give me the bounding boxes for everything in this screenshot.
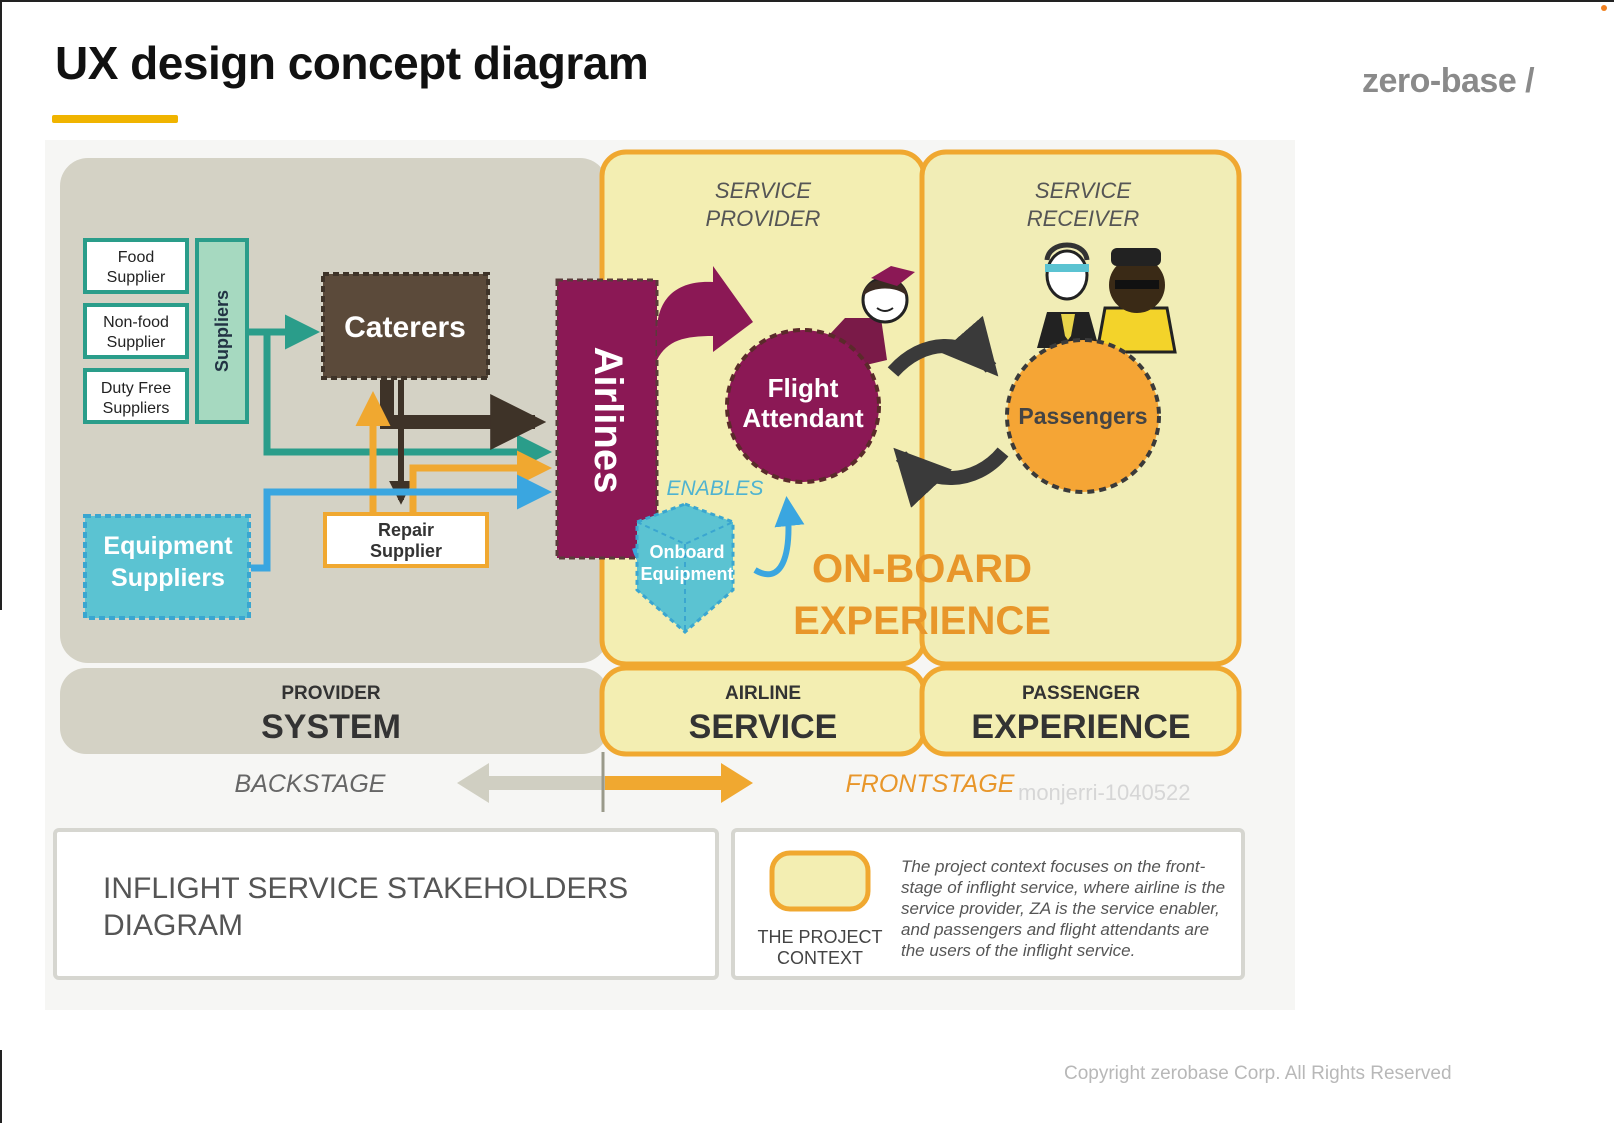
legend-title-line-1: INFLIGHT SERVICE STAKEHOLDERS (103, 872, 628, 905)
passenger-footer (919, 665, 1242, 757)
provider-footer-large: SYSTEM (261, 708, 401, 746)
backstage-arrow (457, 763, 605, 803)
equipment-to-airlines-arrow (251, 474, 552, 572)
provider-footer-small: PROVIDER (281, 683, 381, 704)
service-receiver-heading-2: RECEIVER (1027, 206, 1140, 231)
frame-top-edge (0, 0, 1614, 2)
suppliers-group-box (195, 238, 249, 424)
project-context-desc-4: and passengers and flight attendants are (901, 920, 1209, 939)
slide-title: UX design concept diagram (55, 37, 649, 89)
nonfood-supplier-label-1: Non-food (103, 314, 169, 331)
airline-footer-large: SERVICE (689, 708, 838, 746)
equipment-suppliers-label-1: Equipment (103, 532, 233, 560)
enables-label: ENABLES (667, 477, 764, 500)
project-context-desc-3: service provider, ZA is the service enab… (901, 899, 1220, 918)
service-receiver-heading-1: SERVICE (1035, 178, 1132, 203)
project-context-label-1: THE PROJECT (757, 927, 882, 947)
airline-footer-small: AIRLINE (725, 683, 801, 704)
project-context-desc-5: the users of the inflight service. (901, 941, 1135, 960)
project-context-desc-1: The project context focuses on the front… (901, 857, 1206, 876)
flight-attendant-label-1: Flight (768, 373, 839, 403)
equipment-suppliers-label-2: Suppliers (111, 564, 225, 592)
enables-arrow-right (753, 496, 805, 578)
cycle-arrow-top (887, 315, 999, 377)
suppliers-group-label: Suppliers (212, 290, 232, 372)
nonfood-supplier-box (83, 303, 189, 359)
airlines-box (555, 278, 659, 560)
onboard-equipment-label-1: Onboard (650, 542, 725, 562)
food-supplier-label-2: Supplier (107, 269, 166, 286)
onboard-equipment-label-2: Equipment (641, 564, 734, 584)
airlines-to-attendant-arrow (657, 266, 753, 360)
project-context-desc-2: stage of inflight service, where airline… (901, 878, 1225, 897)
dutyfree-supplier-label-1: Duty Free (101, 380, 171, 397)
onboard-equipment-shape (635, 502, 735, 634)
service-provider-heading-2: PROVIDER (706, 206, 821, 231)
frontstage-label: FRONTSTAGE (846, 770, 1015, 798)
repair-to-airlines-arrow (409, 450, 552, 512)
repair-supplier-box (323, 512, 489, 568)
cycle-arrow-bottom (893, 447, 1009, 508)
repair-supplier-label-2: Supplier (370, 541, 442, 561)
passengers-icon (1037, 242, 1177, 354)
frame-left-edge (0, 0, 2, 610)
dutyfree-supplier-box (83, 368, 189, 424)
passengers-circle (1005, 338, 1161, 494)
food-supplier-label-1: Food (118, 249, 154, 266)
passengers-label: Passengers (1018, 403, 1147, 429)
caterers-label: Caterers (344, 311, 466, 344)
repair-supplier-label-1: Repair (378, 520, 434, 540)
title-underline (52, 115, 178, 123)
frontstage-arrow (605, 763, 753, 803)
passenger-footer-large: EXPERIENCE (971, 708, 1190, 746)
equipment-suppliers-box (83, 514, 251, 620)
legend-title-line-2: DIAGRAM (103, 909, 243, 942)
onboard-experience-label-1: ON-BOARD (812, 547, 1032, 591)
corner-dot (1601, 5, 1607, 11)
flight-attendant-label-2: Attendant (742, 403, 864, 433)
watermark: monjerri-1040522 (1018, 780, 1191, 805)
airlines-label: Airlines (586, 347, 630, 494)
food-supplier-box (83, 238, 189, 294)
passenger-footer-small: PASSENGER (1022, 683, 1140, 704)
dutyfree-supplier-label-2: Suppliers (103, 400, 170, 417)
suppliers-to-airlines-arrow (263, 332, 552, 470)
legend-title-box (53, 828, 719, 980)
brand-logo: zero-base / (1362, 62, 1535, 100)
frame-left-edge-lower (0, 1050, 2, 1123)
project-context-label-2: CONTEXT (777, 948, 863, 968)
stakeholders-diagram: SERVICE PROVIDER SERVICE RECEIVER Food S… (45, 140, 1295, 1010)
copyright-notice: Copyright zerobase Corp. All Rights Rese… (1064, 1063, 1452, 1084)
service-provider-heading-1: SERVICE (715, 178, 812, 203)
project-context-swatch (769, 850, 871, 912)
nonfood-supplier-label-2: Supplier (107, 334, 166, 351)
onboard-experience-label-2: EXPERIENCE (793, 599, 1051, 643)
provider-footer (60, 668, 608, 754)
caterers-box (321, 272, 490, 380)
backstage-label: BACKSTAGE (235, 770, 386, 798)
flight-attendant-circle (725, 328, 881, 484)
